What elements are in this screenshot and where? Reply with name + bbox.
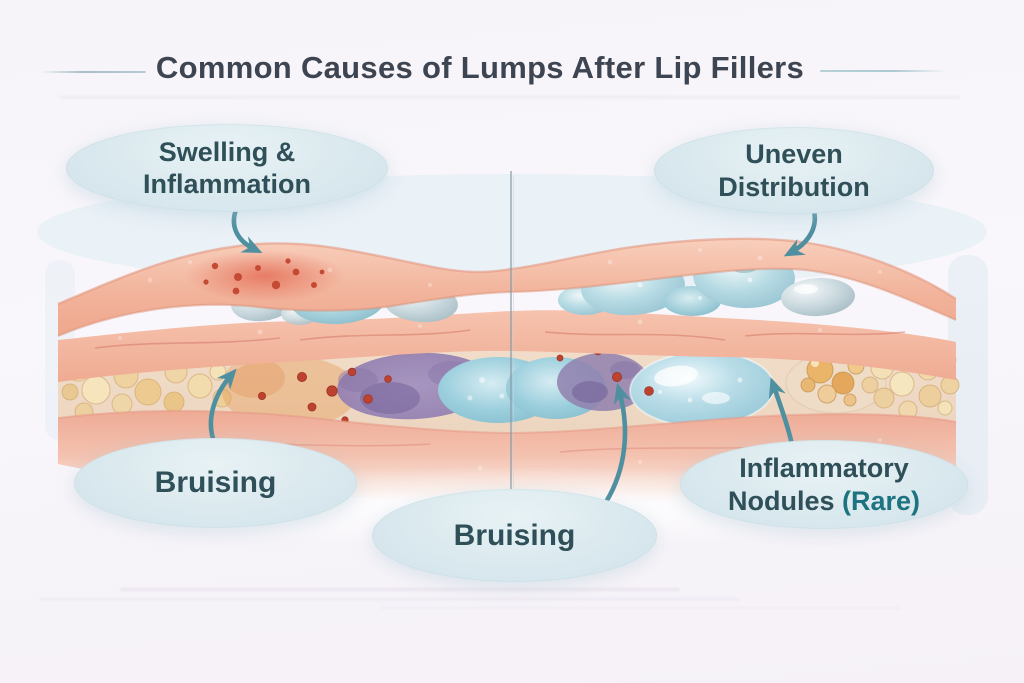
title-rule-left [40,71,146,73]
callout-label-line: Bruising [453,518,576,552]
callout-label-word: Nodules [727,485,835,516]
inflamed-deep-tissue-left [222,356,358,428]
page-title: Common Causes of Lumps After Lip Fillers [155,50,805,85]
inflamed-upper-lip-left [185,250,345,302]
muscle-layer [58,310,956,382]
callout-label-line: Inflammatory [739,453,909,484]
callout-inflammatory-nodules: Inflammatory Nodules (Rare) [680,440,968,529]
callout-label-line: Swelling & [158,136,296,167]
callout-bruising-center: Bruising [372,489,657,582]
callout-swelling-inflammation: Swelling & Inflammation [66,124,388,212]
uneven-distribution-arrow [783,208,818,257]
callout-bruising-left: Bruising [74,438,357,528]
title-rule-right [820,70,946,72]
muscle-layer-vessels [94,329,906,349]
background-texture [40,96,960,609]
center-divider-line [510,171,514,492]
callout-label-line: Inflammation [142,169,311,199]
callout-label-line: Bruising [154,466,277,499]
callout-label-line: Nodules (Rare) [728,485,920,517]
callout-label-line: Uneven [745,139,843,170]
bruising-center-arrow [603,383,632,505]
callout-uneven-distribution: Uneven Distribution [654,127,934,214]
callout-label-accent: (Rare) [842,485,921,516]
callout-label-line: Distribution [718,171,870,202]
